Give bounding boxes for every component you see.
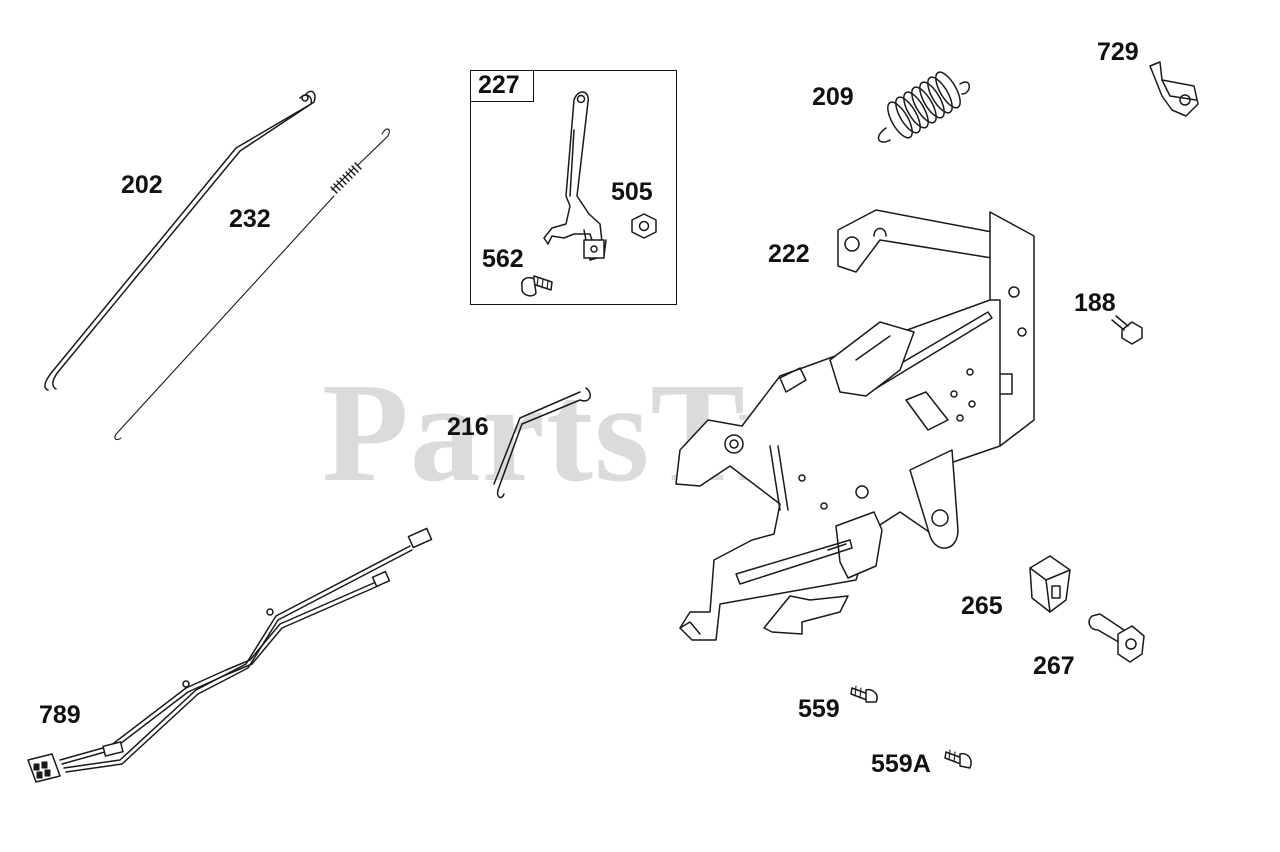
- callout-559a[interactable]: 559A: [871, 750, 931, 778]
- callout-209[interactable]: 209: [812, 83, 854, 111]
- callout-216[interactable]: 216: [447, 413, 489, 441]
- callout-559[interactable]: 559: [798, 695, 840, 723]
- part-232-spring-link[interactable]: [114, 128, 390, 441]
- callout-188[interactable]: 188: [1074, 289, 1116, 317]
- part-232-spring-coil: [330, 162, 362, 194]
- part-188-screw[interactable]: [1111, 315, 1143, 345]
- part-216-wire-link[interactable]: [493, 387, 591, 499]
- part-209-extension-spring[interactable]: [877, 69, 970, 143]
- callout-222[interactable]: 222: [768, 240, 810, 268]
- part-559-screw[interactable]: [850, 685, 878, 703]
- callout-789[interactable]: 789: [39, 701, 81, 729]
- callout-267[interactable]: 267: [1033, 652, 1075, 680]
- part-222-control-bracket[interactable]: [675, 209, 1035, 641]
- part-562-screw[interactable]: [521, 275, 553, 297]
- callout-232[interactable]: 232: [229, 205, 271, 233]
- part-505-nut[interactable]: [631, 213, 657, 239]
- part-729-bracket[interactable]: [1149, 61, 1199, 117]
- callout-227[interactable]: 227: [478, 71, 520, 99]
- part-559a-screw[interactable]: [944, 749, 972, 769]
- callout-729[interactable]: 729: [1097, 38, 1139, 66]
- callout-202[interactable]: 202: [121, 171, 163, 199]
- callout-505[interactable]: 505: [611, 178, 653, 206]
- callout-265[interactable]: 265: [961, 592, 1003, 620]
- part-227-lever[interactable]: [543, 91, 607, 261]
- inset-frame-227: [470, 70, 677, 305]
- part-267-shoulder-bolt[interactable]: [1088, 613, 1145, 663]
- part-265-block[interactable]: [1029, 555, 1071, 613]
- part-202-governor-rod[interactable]: [44, 90, 316, 391]
- part-789-wire-harness[interactable]: [27, 527, 433, 783]
- callout-562[interactable]: 562: [482, 245, 524, 273]
- inset-tag-227: [470, 70, 534, 102]
